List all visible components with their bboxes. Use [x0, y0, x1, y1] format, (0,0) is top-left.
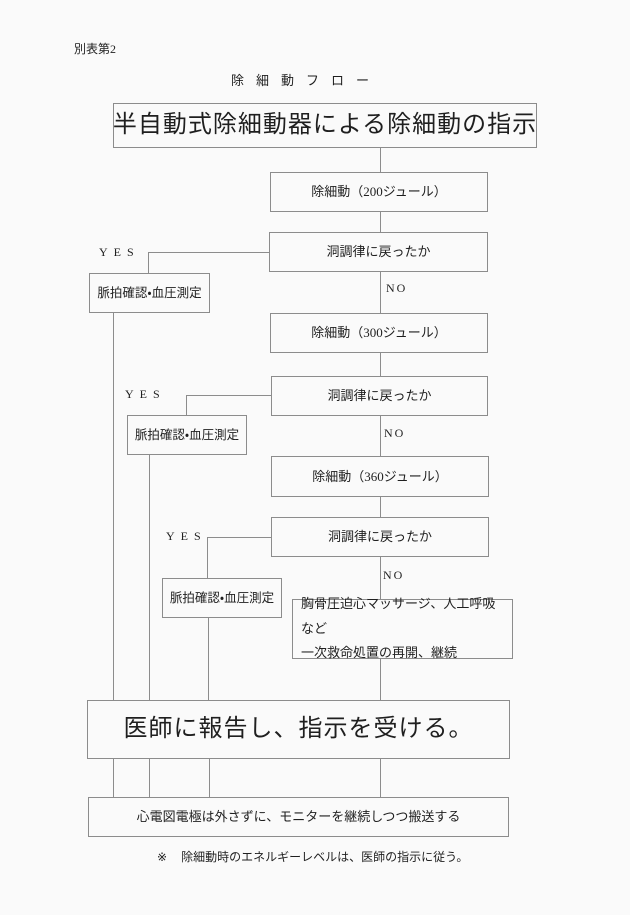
- connector-spine-6: [380, 497, 381, 517]
- connector-yes2-horizontal: [186, 395, 271, 396]
- connector-spine-8: [380, 659, 381, 700]
- footnote-marker: ※: [157, 850, 168, 864]
- yes-label-1: YES: [99, 245, 140, 259]
- cpr-text-line2: 一次救命処置の再開、継続: [301, 645, 458, 661]
- connector-spine-3-no1: [380, 272, 381, 313]
- node-pulse-check-1: 脈拍確認・血圧測定: [89, 273, 210, 313]
- connector-spine-1: [380, 148, 381, 172]
- yes-label-3: YES: [166, 529, 207, 543]
- node-sinus-check-3: 洞調律に戻ったか: [271, 517, 489, 557]
- node-instruction: 半自動式除細動器による除細動の指示: [113, 103, 537, 148]
- node-sinus-check-1: 洞調律に戻ったか: [269, 232, 488, 272]
- connector-report-transport-3: [209, 759, 210, 797]
- connector-spine-4: [380, 353, 381, 376]
- no-label-3: NO: [383, 568, 405, 582]
- node-sinus-check-2: 洞調律に戻ったか: [271, 376, 488, 416]
- node-defib-300j: 除細動（300ジュール）: [270, 313, 488, 353]
- connector-pulse2-drop: [149, 455, 150, 700]
- connector-spine-2: [380, 212, 381, 232]
- footnote-text: 除細動時のエネルギーレベルは、医師の指示に従う。: [181, 850, 469, 864]
- connector-yes3-horizontal: [207, 537, 271, 538]
- connector-report-transport-2: [149, 759, 150, 797]
- connector-yes3-vertical: [207, 537, 208, 578]
- cpr-text-line1: 胸骨圧迫心マッサージ、人工呼吸など: [301, 595, 496, 636]
- attachment-number-label: 別表第2: [74, 42, 117, 56]
- connector-pulse1-drop: [113, 313, 114, 700]
- connector-spine-9: [380, 759, 381, 797]
- no-label-2: NO: [384, 426, 406, 440]
- no-label-1: NO: [386, 281, 408, 295]
- connector-report-transport-1: [113, 759, 114, 797]
- connector-pulse3-drop: [208, 618, 209, 700]
- node-cpr-resume: 胸骨圧迫心マッサージ、人工呼吸など 一次救命処置の再開、継続: [292, 596, 513, 660]
- connector-yes1-horizontal: [148, 252, 269, 253]
- node-defib-360j: 除細動（360ジュール）: [271, 456, 489, 497]
- connector-yes2-vertical: [186, 395, 187, 415]
- node-defib-200j: 除細動（200ジュール）: [270, 172, 488, 212]
- connector-yes1-vertical: [148, 252, 149, 273]
- connector-spine-5-no2: [380, 416, 381, 456]
- flowchart-title: 除細動フロー: [230, 73, 381, 88]
- node-pulse-check-2: 脈拍確認・血圧測定: [127, 415, 247, 455]
- energy-level-footnote: ※ 除細動時のエネルギーレベルは、医師の指示に従う。: [157, 848, 468, 865]
- yes-label-2: YES: [125, 387, 166, 401]
- node-report-to-doctor: 医師に報告し、指示を受ける。: [87, 700, 510, 759]
- node-transport-with-monitor: 心電図電極は外さずに、モニターを継続しつつ搬送する: [88, 797, 509, 837]
- cpr-text: 胸骨圧迫心マッサージ、人工呼吸など 一次救命処置の再開、継続: [301, 592, 504, 666]
- connector-spine-7-no3: [380, 557, 381, 599]
- node-pulse-check-3: 脈拍確認・血圧測定: [162, 578, 282, 618]
